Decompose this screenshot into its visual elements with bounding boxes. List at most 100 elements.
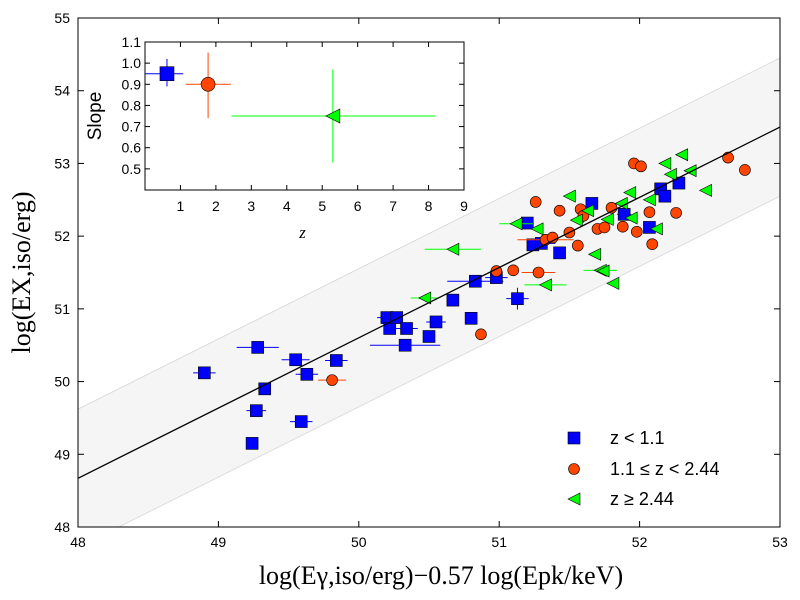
data-point	[623, 186, 637, 199]
inset-x-tick-label: 8	[425, 198, 433, 214]
data-point	[400, 322, 413, 335]
inset-y-tick-label: 1.0	[122, 55, 142, 71]
legend-entry: 1.1 ≤ z < 2.44	[568, 459, 719, 479]
x-tick-label: 49	[211, 534, 227, 550]
data-point	[600, 212, 614, 226]
inset-y-tick-label: 0.8	[122, 97, 142, 113]
data-point	[529, 196, 542, 208]
data-point	[649, 222, 663, 236]
data-point	[390, 311, 404, 324]
legend-marker	[568, 463, 580, 475]
data-point	[683, 164, 697, 178]
y-tick-label: 54	[54, 83, 70, 99]
inset-x-tick-label: 7	[389, 198, 397, 214]
data-point	[532, 266, 545, 279]
inset-y-tick-label: 1.1	[122, 34, 142, 50]
data-point	[569, 213, 583, 227]
data-point	[616, 220, 629, 233]
x-tick-label: 53	[772, 534, 788, 550]
data-point	[739, 164, 751, 176]
y-tick-label: 55	[54, 10, 70, 26]
data-point	[330, 354, 343, 367]
data-point	[251, 341, 265, 354]
data-point	[300, 367, 314, 381]
data-point	[675, 148, 689, 162]
x-tick-label: 48	[70, 534, 86, 550]
x-axis-title: log(Eγ,iso/erg)−0.57 log(Epk/keV)	[259, 561, 623, 590]
fit-line	[77, 126, 781, 479]
data-point	[630, 225, 643, 238]
x-tick-label: 52	[632, 534, 648, 550]
inset-x-tick-label: 3	[247, 198, 255, 214]
y-axis-title: log(EX,iso/erg)	[7, 192, 36, 354]
data-point	[580, 204, 594, 218]
data-point	[658, 189, 672, 203]
inset-x-tick-label: 1	[177, 198, 185, 214]
y-tick-label: 50	[54, 374, 70, 390]
inset-point	[325, 108, 341, 124]
legend-label: 1.1 ≤ z < 2.44	[610, 459, 719, 479]
data-point	[446, 242, 460, 256]
legend: z < 1.1 1.1 ≤ z < 2.44 z ≥ 2.44	[567, 428, 719, 509]
y-tick-label: 51	[54, 301, 70, 317]
y-tick-label: 52	[54, 228, 70, 244]
data-point	[509, 217, 523, 231]
data-point	[289, 353, 302, 367]
inset-y-tick-label: 0.6	[122, 140, 142, 156]
data-point	[624, 211, 638, 225]
series-triangle-left	[410, 148, 712, 305]
band-lower-edge	[117, 195, 780, 527]
data-point	[670, 207, 682, 219]
data-point	[562, 189, 576, 203]
y-tick-label: 48	[54, 519, 70, 535]
data-point	[658, 156, 672, 170]
inset-y-tick-label: 0.5	[122, 161, 142, 177]
data-point	[606, 276, 620, 290]
inset-point	[159, 66, 175, 82]
data-point	[598, 221, 611, 234]
inset-x-tick-label: 9	[460, 198, 468, 214]
series-square	[193, 176, 686, 450]
data-point	[538, 278, 552, 292]
band-upper-edge	[78, 57, 780, 410]
data-point	[663, 167, 677, 181]
inset-x-tick-label: 6	[354, 198, 362, 214]
inset-x-tick-label: 2	[212, 198, 220, 214]
data-point	[520, 216, 534, 230]
inset-y-tick-label: 0.7	[122, 119, 142, 135]
data-point	[429, 315, 443, 329]
legend-marker	[567, 431, 581, 445]
data-point	[642, 193, 656, 207]
data-point	[475, 328, 487, 341]
legend-entry: z ≥ 2.44	[567, 489, 674, 509]
data-point	[530, 222, 544, 236]
data-point	[646, 238, 659, 250]
legend-label: z < 1.1	[610, 428, 665, 448]
data-point	[198, 366, 211, 380]
data-point	[698, 183, 712, 197]
data-point	[398, 338, 412, 352]
data-point	[418, 291, 432, 305]
legend-marker	[567, 492, 581, 506]
inset-x-axis-title: z	[298, 223, 306, 242]
x-tick-label: 51	[491, 534, 507, 550]
data-point	[250, 404, 263, 417]
data-point	[553, 246, 566, 260]
x-tick-label: 50	[351, 534, 367, 550]
data-point	[507, 264, 520, 277]
legend-label: z ≥ 2.44	[610, 489, 674, 509]
y-tick-label: 49	[54, 446, 70, 462]
inset-y-tick-label: 0.9	[122, 76, 142, 92]
data-point	[294, 415, 308, 428]
data-point	[553, 204, 566, 217]
inset-y-axis-title: Slope	[85, 92, 106, 141]
data-point	[588, 247, 601, 261]
data-point	[511, 292, 524, 305]
data-point	[572, 239, 584, 252]
data-point	[596, 264, 610, 278]
points-group	[193, 148, 751, 450]
plot-frame	[77, 17, 781, 528]
data-point	[326, 374, 338, 386]
